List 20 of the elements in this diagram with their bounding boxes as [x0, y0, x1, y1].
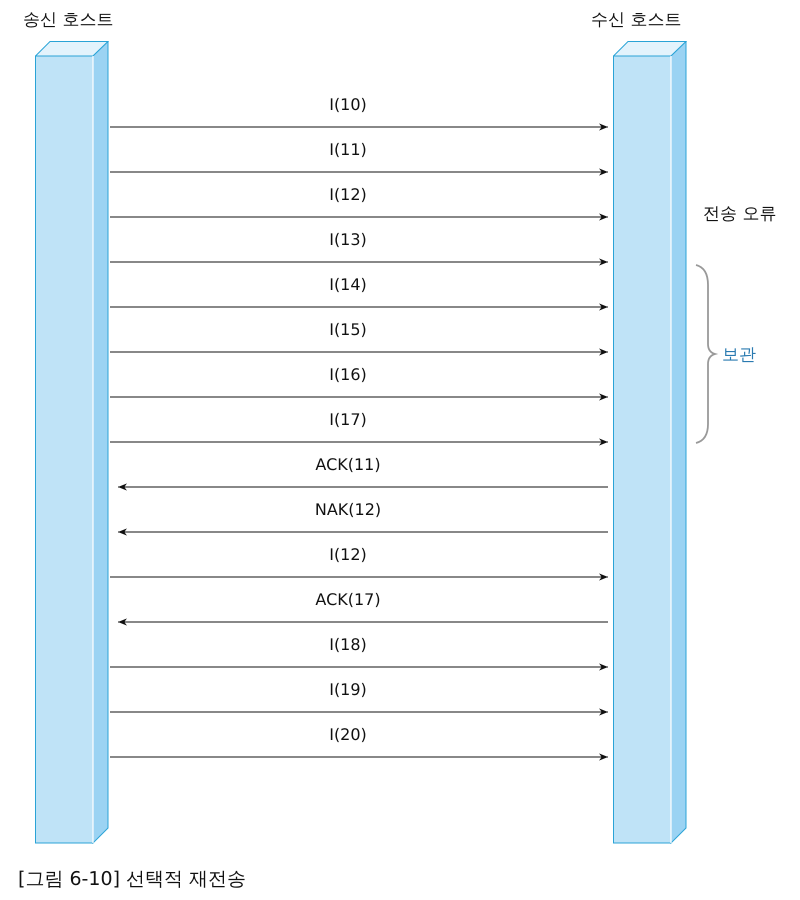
arrow: [110, 348, 608, 356]
host-heading: 수신 호스트: [591, 9, 682, 31]
arrow: [110, 168, 608, 176]
arrow: [118, 618, 608, 626]
arrow: [110, 438, 608, 446]
arrow: [110, 708, 608, 716]
arrow: [110, 663, 608, 671]
arrow: [110, 753, 608, 761]
host-heading: 송신 호스트: [23, 9, 114, 31]
arrow: [110, 393, 608, 401]
figure-caption: [그림 6-10] 선택적 재전송: [18, 867, 246, 892]
arrow: [110, 213, 608, 221]
bracket-label: 보관: [722, 344, 756, 366]
arrow: [110, 303, 608, 311]
arrow: [110, 258, 608, 266]
arrow: [118, 528, 608, 536]
arrow: [118, 483, 608, 491]
arrow: [110, 573, 608, 581]
arrow: [110, 123, 608, 131]
error-note: 전송 오류: [703, 203, 776, 225]
